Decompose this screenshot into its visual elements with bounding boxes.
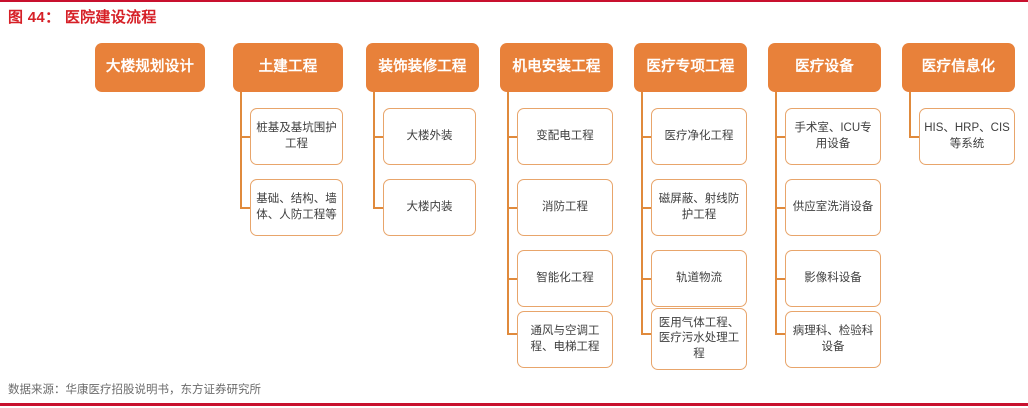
connector-branch-7-1 (909, 136, 920, 138)
stage-5-item-1[interactable]: 医疗净化工程 (651, 108, 747, 165)
stage-7-item-1[interactable]: HIS、HRP、CIS等系统 (919, 108, 1015, 165)
stage-2-item-2[interactable]: 基础、结构、墙体、人防工程等 (250, 179, 343, 236)
connector-branch-6-4 (775, 333, 786, 335)
source-note: 数据来源：华康医疗招股说明书，东方证券研究所 (8, 384, 261, 396)
stage-6-item-3[interactable]: 影像科设备 (785, 250, 881, 307)
connector-branch-4-4 (507, 333, 518, 335)
stage-5-item-3[interactable]: 轨道物流 (651, 250, 747, 307)
top-rule (0, 0, 1028, 2)
connector-trunk-6 (775, 92, 777, 333)
stage-header-3[interactable]: 装饰装修工程 (366, 43, 479, 92)
connector-branch-6-2 (775, 207, 786, 209)
connector-trunk-7 (909, 92, 911, 136)
page-title: 图 44： 医院建设流程 (8, 9, 157, 26)
stage-3-item-1[interactable]: 大楼外装 (383, 108, 476, 165)
stage-4-item-2[interactable]: 消防工程 (517, 179, 613, 236)
connector-branch-4-2 (507, 207, 518, 209)
connector-branch-4-3 (507, 278, 518, 280)
stage-6-item-4[interactable]: 病理科、检验科设备 (785, 311, 881, 368)
stage-5-item-4[interactable]: 医用气体工程、医疗污水处理工程 (651, 308, 747, 370)
connector-branch-6-1 (775, 136, 786, 138)
stage-2-item-1[interactable]: 桩基及基坑围护工程 (250, 108, 343, 165)
stage-header-5[interactable]: 医疗专项工程 (634, 43, 747, 92)
stage-5-item-2[interactable]: 磁屏蔽、射线防护工程 (651, 179, 747, 236)
stage-header-4[interactable]: 机电安装工程 (500, 43, 613, 92)
connector-branch-3-2 (373, 207, 384, 209)
stage-4-item-1[interactable]: 变配电工程 (517, 108, 613, 165)
connector-branch-5-2 (641, 207, 652, 209)
connector-trunk-5 (641, 92, 643, 333)
connector-trunk-4 (507, 92, 509, 333)
connector-branch-6-3 (775, 278, 786, 280)
connector-branch-2-1 (240, 136, 251, 138)
connector-trunk-3 (373, 92, 375, 207)
stage-3-item-2[interactable]: 大楼内装 (383, 179, 476, 236)
stage-4-item-4[interactable]: 通风与空调工程、电梯工程 (517, 311, 613, 368)
connector-branch-2-2 (240, 207, 251, 209)
connector-branch-5-4 (641, 333, 652, 335)
stage-6-item-2[interactable]: 供应室洗消设备 (785, 179, 881, 236)
stage-header-6[interactable]: 医疗设备 (768, 43, 881, 92)
stage-4-item-3[interactable]: 智能化工程 (517, 250, 613, 307)
connector-branch-3-1 (373, 136, 384, 138)
bottom-rule (0, 403, 1028, 406)
stage-6-item-1[interactable]: 手术室、ICU专用设备 (785, 108, 881, 165)
connector-branch-5-1 (641, 136, 652, 138)
stage-header-1[interactable]: 大楼规划设计 (95, 43, 205, 92)
connector-branch-4-1 (507, 136, 518, 138)
stage-header-2[interactable]: 土建工程 (233, 43, 343, 92)
connector-trunk-2 (240, 92, 242, 207)
stage-header-7[interactable]: 医疗信息化 (902, 43, 1015, 92)
connector-branch-5-3 (641, 278, 652, 280)
